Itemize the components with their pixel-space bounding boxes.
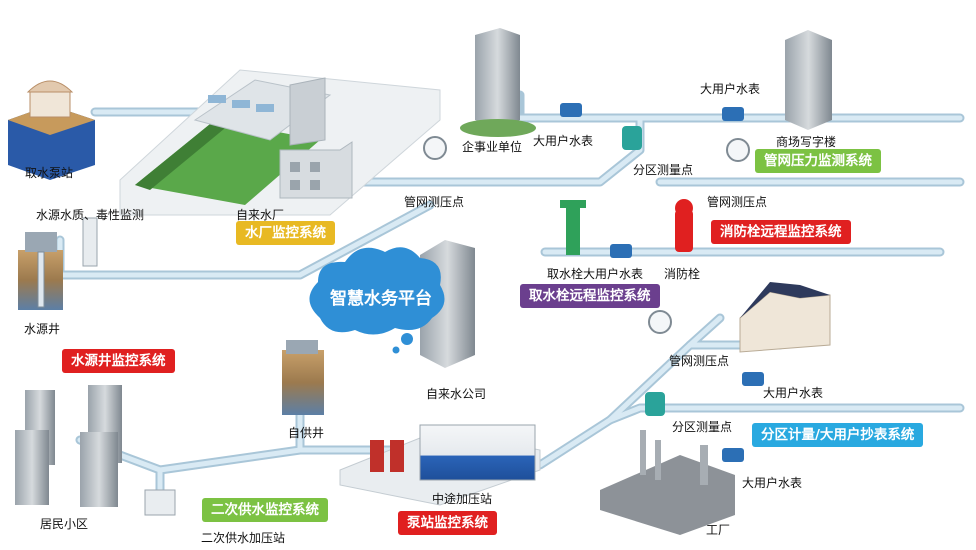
- water-plant-illustration: [119, 69, 441, 216]
- source-well-illustration: [18, 217, 98, 310]
- hydrant-meter-label: 取水栓大用户水表: [547, 267, 644, 281]
- water-company-label: 自来水公司: [426, 387, 487, 401]
- hydrant-remote-badge: 消防栓远程监控系统: [711, 220, 851, 244]
- pressure-point-label-2: 管网测压点: [707, 195, 768, 209]
- mansion-illustration: [739, 282, 831, 353]
- office-building-label: 商场写字楼: [776, 135, 837, 149]
- factory-illustration: [600, 430, 735, 535]
- big-meter-label-1: 大用户水表: [533, 134, 594, 148]
- hydrant-label: 消防栓: [664, 267, 701, 281]
- secondary-station-label: 二次供水加压站: [201, 531, 286, 545]
- quality-monitor-label: 水源水质、毒性监测: [36, 208, 145, 222]
- booster-station-label: 中途加压站: [432, 492, 493, 506]
- own-well-illustration: [282, 340, 324, 415]
- platform-cloud: [309, 247, 445, 354]
- zone-meter-label-1: 分区测量点: [633, 163, 694, 177]
- hydrant-illustration: [675, 199, 693, 252]
- platform-title: 智慧水务平台: [330, 289, 432, 309]
- enterprise-label: 企事业单位: [462, 140, 523, 154]
- source-well-label: 水源井: [24, 322, 61, 336]
- zone-metering-badge: 分区计量/大用户抄表系统: [752, 423, 924, 447]
- pump-monitor-badge: 泵站监控系统: [398, 511, 497, 535]
- intake-station-label: 取水泵站: [25, 166, 74, 180]
- zone-meter-icons: [622, 126, 665, 416]
- own-well-label: 自供井: [288, 426, 325, 440]
- pressure-monitor-badge: 管网压力监测系统: [755, 149, 881, 173]
- well-monitor-badge: 水源井监控系统: [62, 349, 175, 373]
- intake-station-illustration: [8, 80, 95, 180]
- pressure-gauge-icons: [423, 136, 750, 334]
- secondary-station-illustration: [144, 489, 176, 516]
- big-meter-label-4: 大用户水表: [742, 476, 803, 490]
- water-tap-illustration: [560, 200, 586, 255]
- big-meter-label-2: 大用户水表: [700, 82, 761, 96]
- booster-station-illustration: [339, 424, 541, 506]
- water-plant-label: 自来水厂: [236, 208, 285, 222]
- enterprise-building-illustration: [460, 28, 536, 137]
- pressure-point-label-1: 管网测压点: [404, 195, 465, 209]
- residential-label: 居民小区: [40, 517, 89, 531]
- pressure-point-label-3: 管网测压点: [669, 354, 730, 368]
- residential-illustration: [15, 385, 122, 507]
- plant-monitor-badge: 水厂监控系统: [236, 221, 335, 245]
- zone-meter-label-2: 分区测量点: [672, 420, 733, 434]
- tap-remote-badge: 取水栓远程监控系统: [520, 284, 660, 308]
- factory-label: 工厂: [706, 523, 731, 537]
- office-building-illustration: [785, 30, 832, 130]
- water-meter-icons: [560, 103, 764, 462]
- secondary-monitor-badge: 二次供水监控系统: [202, 498, 328, 522]
- big-meter-label-3: 大用户水表: [763, 386, 824, 400]
